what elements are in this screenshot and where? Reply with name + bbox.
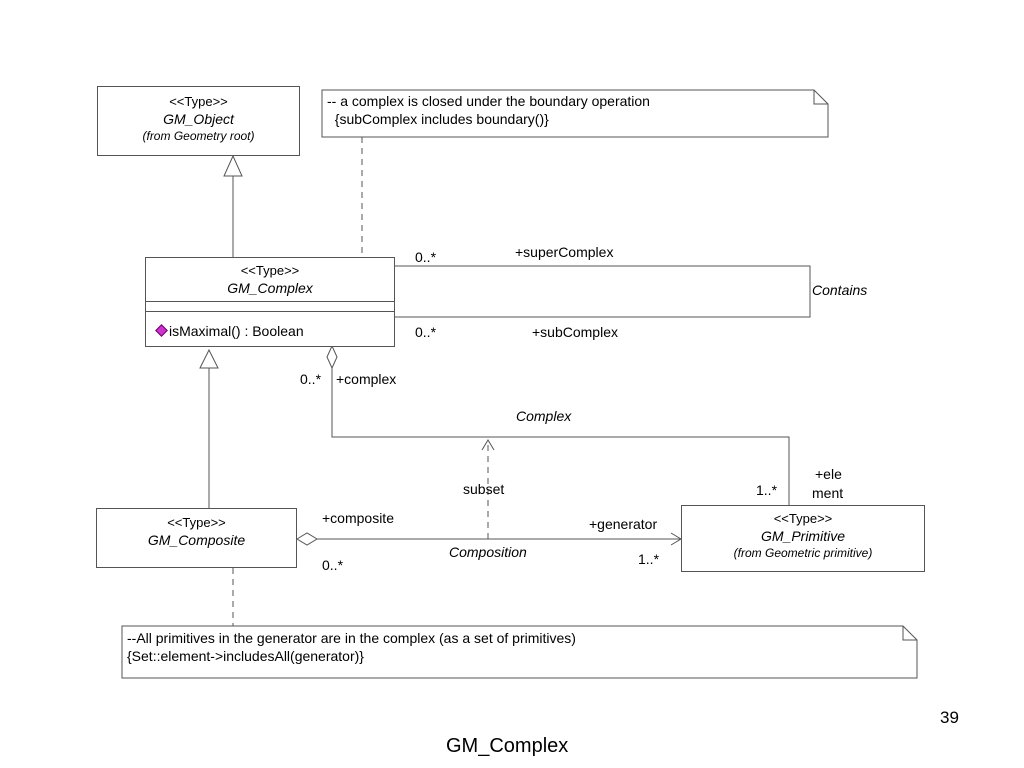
class-gm-complex[interactable]: <<Type>> GM_Complex isMaximal() : Boolea… [145,257,395,347]
contains-sub-multiplicity: 0..* [415,324,437,340]
stereotype-label: <<Type>> [169,94,228,109]
contains-sub-role: +subComplex [532,324,618,340]
note-top-fold [813,90,828,105]
class-gm-composite[interactable]: <<Type>> GM_Composite [96,508,297,568]
composite-multiplicity: 0..* [322,557,344,573]
class-gm-object[interactable]: <<Type>> GM_Object (from Geometry root) [97,86,300,156]
note-top-line-1: -- a complex is closed under the boundar… [327,93,650,109]
complex-aggregation-diamond [326,344,338,370]
slide-number: 39 [940,708,959,727]
contains-super-role: +superComplex [515,244,614,260]
contains-super-multiplicity: 0..* [415,249,437,265]
element-multiplicity: 1..* [756,482,778,498]
complex-multiplicity: 0..* [300,371,322,387]
element-role-line-1: +ele [815,466,842,482]
note-bottom-shape [121,625,918,679]
complex-role: +complex [336,371,397,387]
class-name: GM_Object [163,111,234,127]
note-top-line-2: {subComplex includes boundary()} [327,111,549,127]
operation-icon [155,324,168,337]
operation-compartment-divider [146,311,394,312]
composition-aggregation-diamond [296,532,318,546]
note-bottom-line-2: {Set::element->includesAll(generator)} [127,648,364,664]
note-bottom-line-1: --All primitives in the generator are in… [127,630,576,646]
complex-association-line [331,368,790,505]
generator-role: +generator [589,516,658,532]
class-name: GM_Complex [227,280,313,296]
generator-multiplicity: 1..* [638,551,660,567]
note-top-shape [321,89,829,138]
note-bottom-fold [902,626,917,641]
operation-row: isMaximal() : Boolean [155,322,304,340]
class-name: GM_Primitive [760,528,845,544]
contains-association-name: Contains [812,282,868,298]
slide-caption: GM_Complex [446,735,569,757]
subset-label: subset [463,481,505,497]
composite-role: +composite [322,510,394,526]
package-origin: (from Geometric primitive) [733,546,873,560]
contains-association-line [395,265,811,318]
stereotype-label: <<Type>> [773,511,833,526]
element-role-line-2: ment [812,485,844,501]
attribute-compartment-divider [146,301,394,302]
class-name: GM_Composite [147,532,246,548]
class-gm-primitive[interactable]: <<Type>> GM_Primitive (from Geometric pr… [681,505,925,572]
stereotype-label: <<Type>> [167,515,226,530]
operation-is-maximal: isMaximal() : Boolean [169,323,304,339]
generalization-arrow-complex [199,348,219,369]
complex-association-name: Complex [516,408,572,424]
stereotype-label: <<Type>> [240,263,300,278]
generalization-arrow-object [223,154,243,177]
package-origin: (from Geometry root) [142,129,255,143]
subset-dependency-arrow [481,439,495,451]
composition-association-name: Composition [449,544,527,560]
